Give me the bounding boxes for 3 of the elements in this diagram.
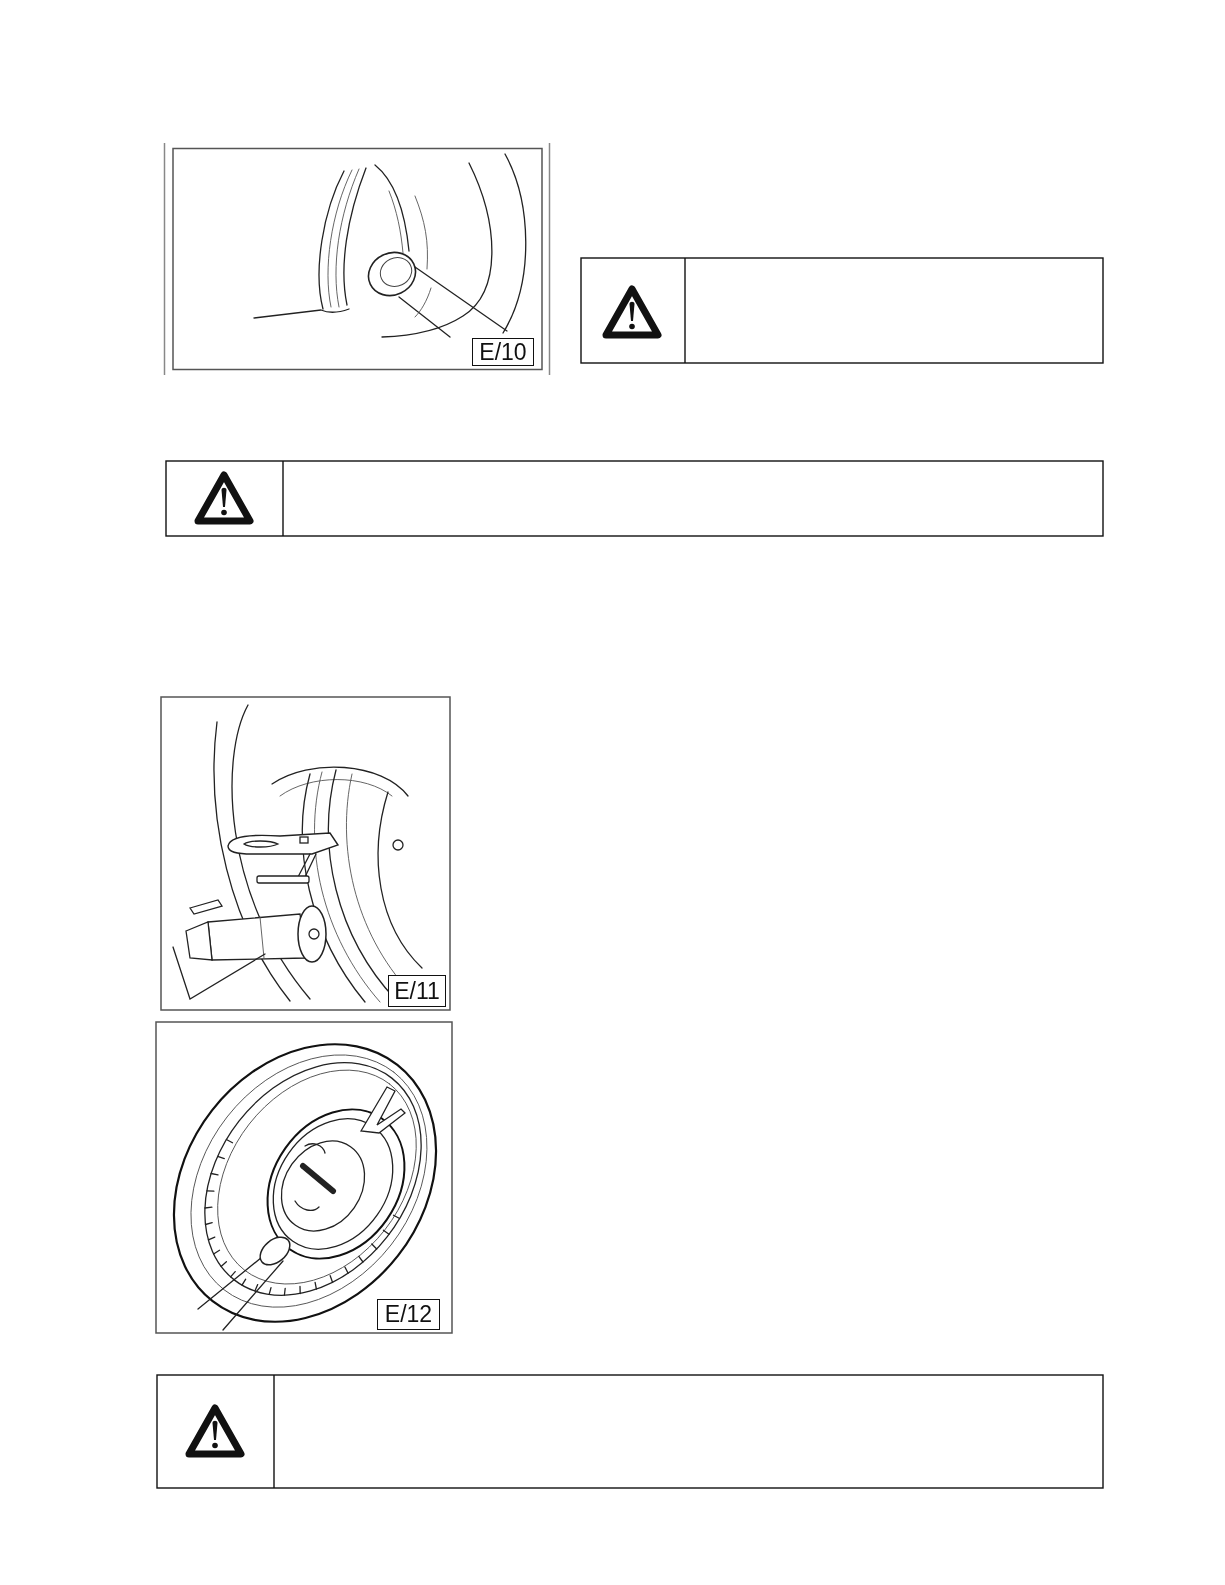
- figure-label: E/11: [388, 975, 446, 1007]
- figure-label: E/12: [377, 1299, 440, 1330]
- figure-label: E/10: [472, 338, 534, 366]
